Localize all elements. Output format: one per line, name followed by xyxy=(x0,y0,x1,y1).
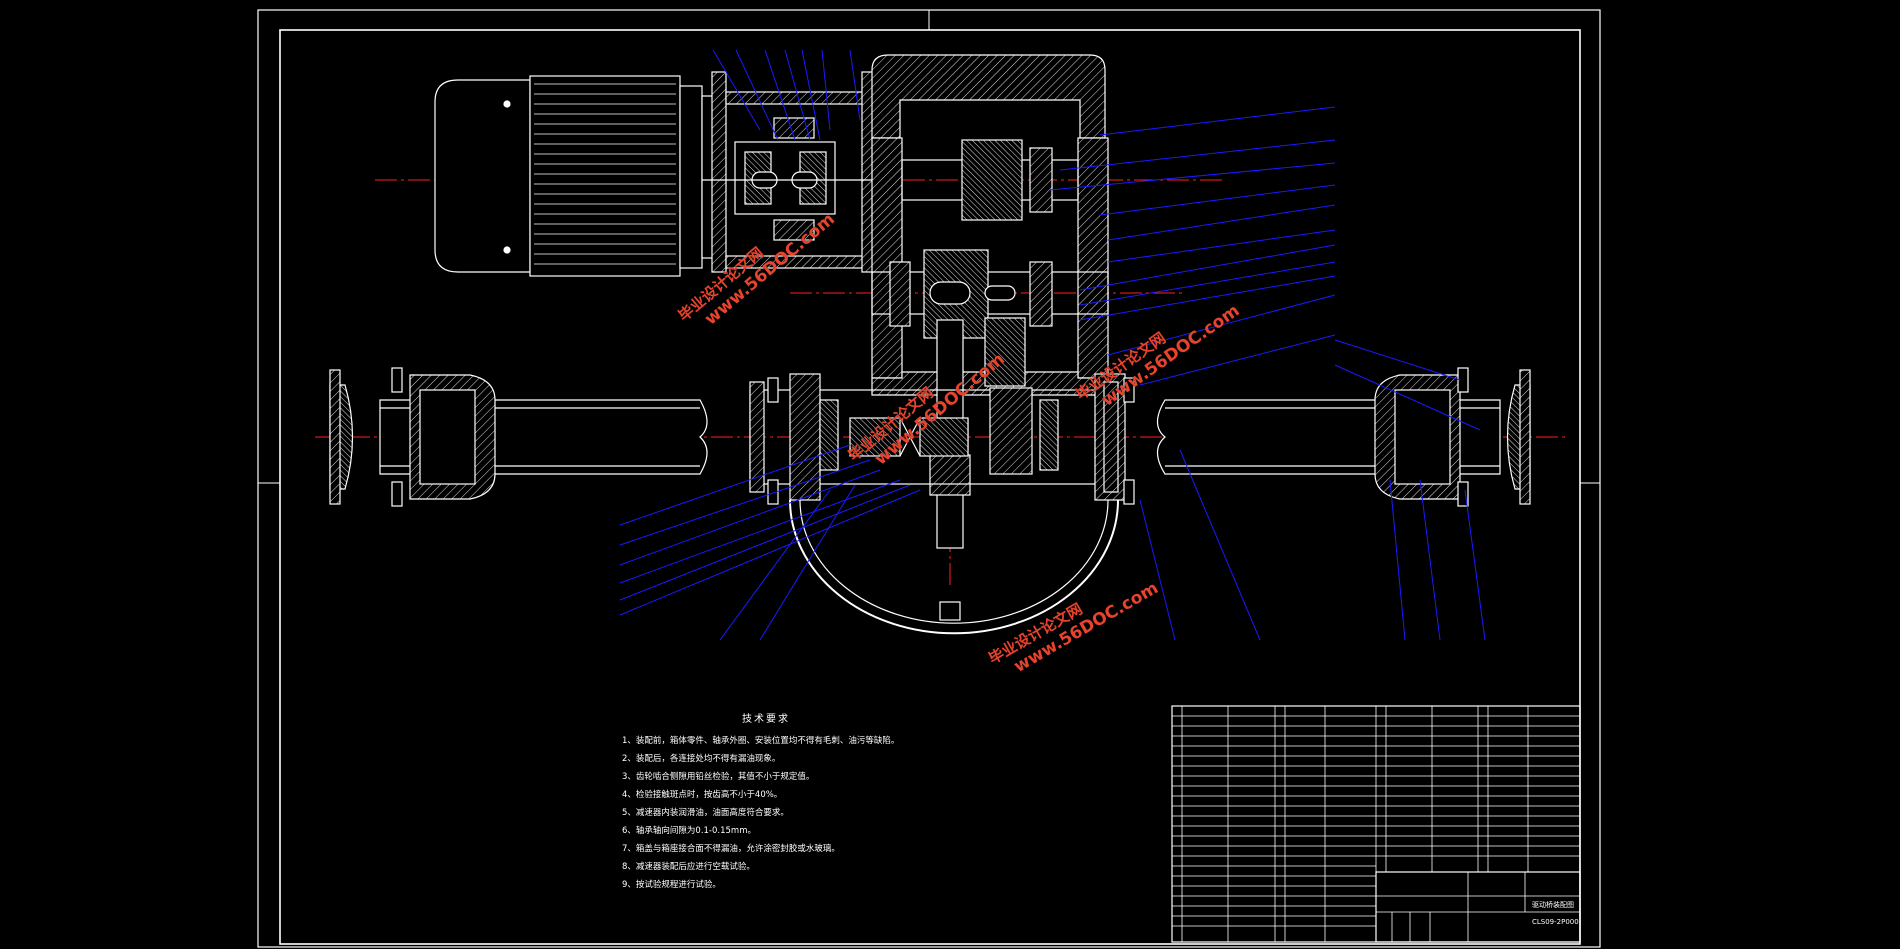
parts-list-table xyxy=(1171,705,1581,943)
tech-requirement-item: 1、装配前，箱体零件、轴承外圈、安装位置均不得有毛刺、油污等缺陷。 xyxy=(622,736,900,746)
motor xyxy=(434,75,715,277)
tech-requirement-item: 9、按试验规程进行试验。 xyxy=(622,880,721,890)
drawing-name: 驱动桥装配图 xyxy=(1532,901,1574,909)
tech-requirements-title: 技术要求 xyxy=(742,714,790,725)
tech-requirement-item: 4、检验接触斑点时，按齿高不小于40%。 xyxy=(622,790,783,800)
drawing-frame xyxy=(257,9,1601,948)
motor-fins xyxy=(534,83,676,265)
tech-requirement-item: 2、装配后，各连接处均不得有漏油现象。 xyxy=(622,754,781,764)
axle-assembly xyxy=(329,367,1531,635)
part-leaders xyxy=(619,49,1486,641)
tech-requirement-item: 5、减速器内装润滑油，油面高度符合要求。 xyxy=(622,808,789,818)
gearbox-housing xyxy=(871,54,1109,549)
tech-requirement-item: 3、齿轮啮合侧隙用铅丝检验，其值不小于规定值。 xyxy=(622,772,815,782)
tech-requirement-item: 7、箱盖与箱座接合面不得漏油，允许涂密封胶或水玻璃。 xyxy=(622,844,840,854)
drawing-number: CLS09-2P000 xyxy=(1532,918,1579,926)
tech-requirement-item: 6、轴承轴向间隙为0.1-0.15mm。 xyxy=(622,826,756,836)
tech-requirement-item: 8、减速器装配后应进行空载试验。 xyxy=(622,862,755,872)
